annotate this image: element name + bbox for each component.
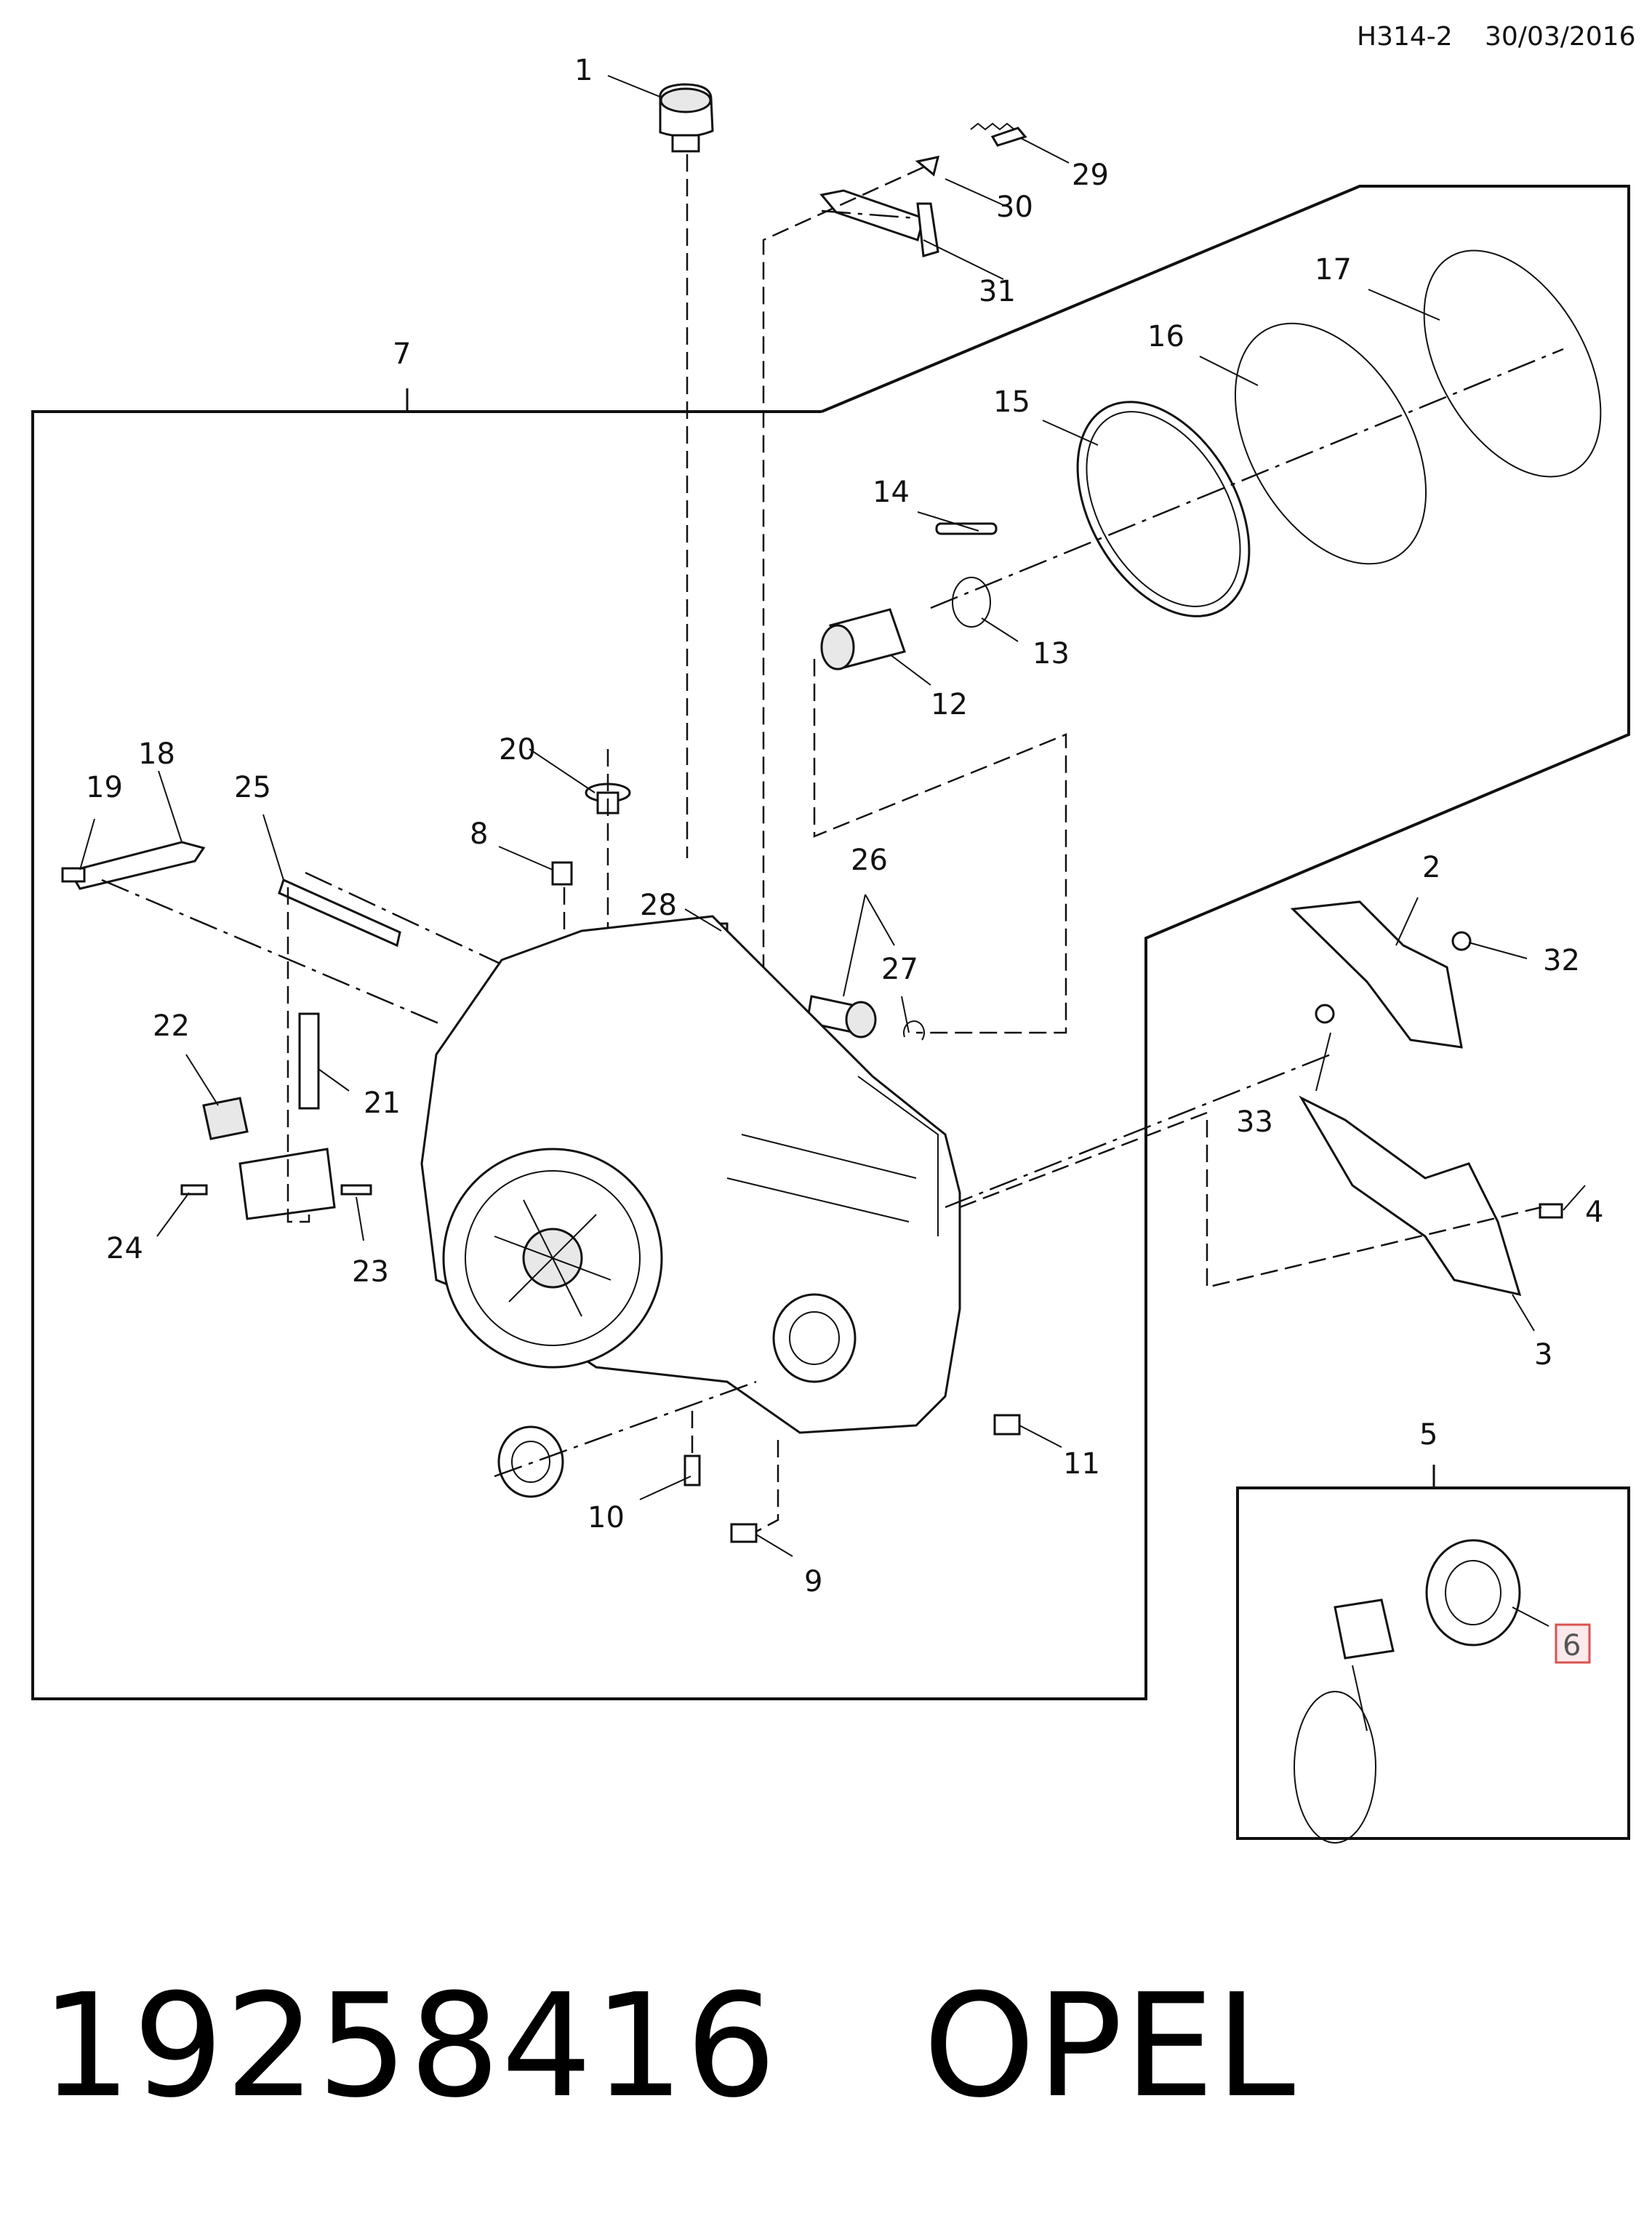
callout-21: 21 [364,1087,401,1120]
callout-5: 5 [1419,1418,1438,1452]
callout-6: 6 [1563,1629,1581,1662]
callout-30: 30 [996,191,1033,224]
diagram-date: 30/03/2016 [1485,22,1636,52]
diagram-code: H314-2 [1357,22,1453,52]
callout-1: 1 [574,54,593,87]
cover-parts [1290,900,1563,1297]
callout-15: 15 [993,385,1030,419]
callout-27: 27 [881,953,918,986]
callout-10: 10 [588,1501,625,1534]
drain-parts [497,1414,1021,1543]
callout-9: 9 [804,1565,822,1598]
clutch-rings [1076,249,1602,617]
callout-17: 17 [1315,253,1352,287]
linkage-parts [819,122,1027,257]
accumulator-parts [820,522,998,671]
callout-11: 11 [1063,1447,1100,1481]
callout-23: 23 [352,1255,389,1289]
callout-29: 29 [1072,159,1109,192]
callout-33: 33 [1236,1105,1273,1139]
callout-13: 13 [1032,637,1070,671]
callout-20: 20 [499,733,536,767]
callout-14: 14 [873,476,910,509]
brand-name: OPEL [923,1964,1297,2129]
transaxle-housing [420,915,961,1434]
callout-22: 22 [153,1009,190,1043]
highlight-callout-6-box [1555,1623,1591,1664]
kit-contents [1294,1539,1521,1844]
callout-16: 16 [1147,320,1184,353]
leader-lines [79,75,1586,1627]
part-number-footer: 19258416 OPEL [41,1964,1296,2129]
callout-8: 8 [470,817,488,851]
callout-26: 26 [851,844,888,877]
part-number: 19258416 [41,1964,778,2129]
callout-32: 32 [1543,944,1580,977]
callout-4: 4 [1585,1196,1603,1229]
assembly-7-outline [31,185,1630,1700]
callout-7: 7 [393,337,411,371]
callout-25: 25 [234,771,271,804]
callout-3: 3 [1534,1338,1552,1372]
filler-cap-part [659,83,714,153]
callout-28: 28 [640,889,677,922]
shift-parts [61,841,401,1220]
callout-19: 19 [86,771,123,804]
callout-2: 2 [1422,851,1440,884]
callout-labels: 1 2 3 4 5 6 7 8 9 10 11 12 13 14 15 16 1… [86,54,1603,1664]
callout-12: 12 [931,688,968,721]
callout-18: 18 [138,737,175,771]
callout-24: 24 [106,1232,143,1265]
callout-31: 31 [979,275,1016,308]
